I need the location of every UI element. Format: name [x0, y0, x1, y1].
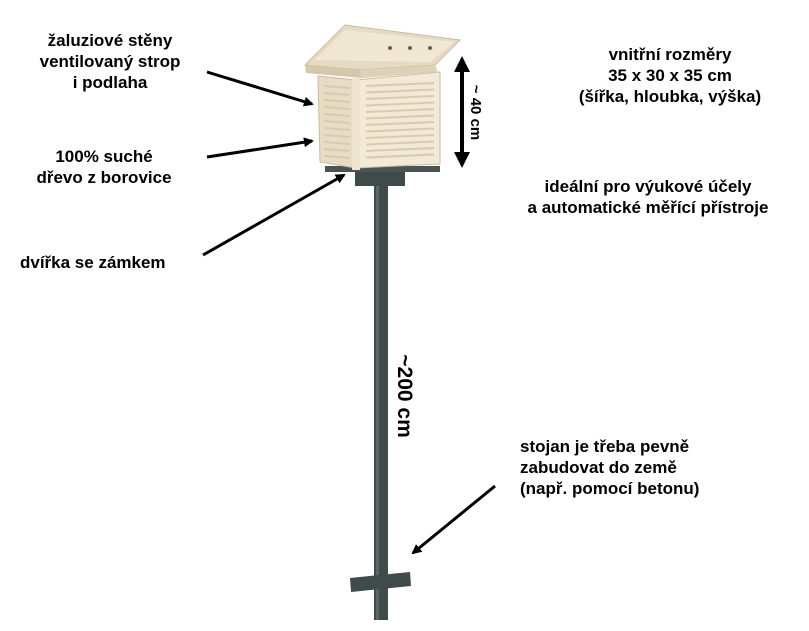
- louver-slat: [365, 82, 435, 87]
- louver-slat: [365, 101, 435, 107]
- box-height-label: ~ 40 cm: [467, 84, 485, 141]
- louver-slat: [365, 95, 435, 100]
- dimensions-label: vnitřní rozměry 35 x 30 x 35 cm (šířka, …: [578, 45, 762, 106]
- louver-slat: [323, 85, 351, 89]
- wood-label: 100% suché dřevo z borovice: [36, 147, 172, 187]
- louver-slat: [365, 134, 435, 139]
- wood-arrow: [206, 137, 314, 159]
- louver-slat: [365, 153, 435, 159]
- stand-arrow: [411, 484, 496, 555]
- louver-slat: [365, 108, 435, 113]
- mount-bracket: [355, 168, 405, 186]
- ground-crossbar: [350, 572, 411, 592]
- door-label: dvířka se zámkem: [20, 253, 166, 272]
- louver-slat: [323, 141, 351, 145]
- louver-slat: [323, 148, 351, 152]
- louver-slat: [323, 127, 351, 131]
- louver-slat: [323, 113, 351, 117]
- box-height-arrow: [454, 56, 470, 168]
- louver-slat: [323, 92, 351, 96]
- left-louvers: [323, 85, 351, 159]
- louver-slat: [323, 106, 351, 110]
- louver-slat: [365, 88, 435, 94]
- louver-slat: [365, 147, 435, 152]
- louver-slat: [365, 114, 435, 120]
- stand-pole: [325, 166, 440, 620]
- louver-slat: [365, 127, 435, 133]
- louver-slat: [365, 140, 435, 146]
- stand-label: stojan je třeba pevně zabudovat do země …: [520, 437, 700, 498]
- louver-slat: [323, 120, 351, 124]
- louver-slat: [323, 99, 351, 103]
- louver-slat: [323, 155, 351, 159]
- usage-label: ideální pro výukové účely a automatické …: [527, 177, 769, 217]
- door-arrow: [202, 173, 346, 257]
- pole-height-label: ~200 cm: [392, 354, 416, 438]
- louver-slat: [365, 121, 435, 126]
- right-louvers: [365, 82, 435, 159]
- louver-slat: [323, 134, 351, 138]
- walls-arrow: [206, 70, 314, 107]
- walls-label: žaluziové stěny ventilovaný strop i podl…: [39, 31, 181, 92]
